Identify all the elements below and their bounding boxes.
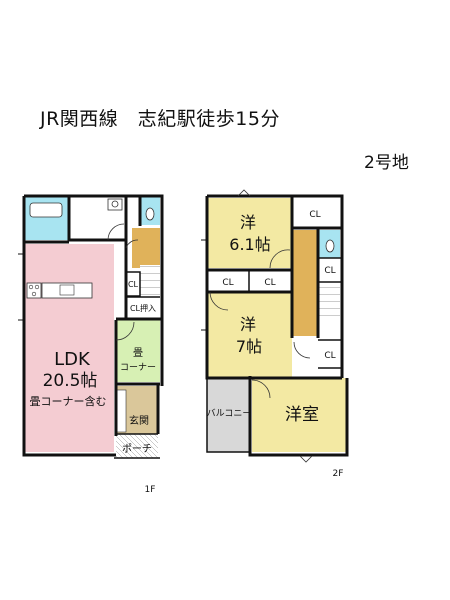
ldk-room [24,244,114,452]
washroom [69,197,126,240]
oshiire-label-1f: CL押入 [130,303,156,313]
ldk-note: 畳コーナー含む [30,394,107,408]
room-6-1 [207,198,292,268]
bathtub [29,202,63,218]
shoe-storage [115,389,127,433]
closet-2f-top [292,198,340,228]
genkan-label: 玄関 [129,414,149,427]
cl-label-2f-top: CL [309,210,320,220]
room1-label-1: 洋 [240,213,256,232]
room2-label-2: 7帖 [236,337,262,356]
room1-label-2: 6.1帖 [229,235,270,254]
cl-label-2f-stair: CL [324,266,335,276]
access-info: JR関西線 志紀駅徒歩15分 [40,108,280,130]
closet-2f-mid1 [207,270,247,292]
toilet-room [140,197,160,225]
cl-label-2f-right: CL [324,351,335,361]
western-room [252,378,347,452]
cl-label-2f-mid1: CL [222,278,233,288]
porch-label: ポーチ [122,443,152,455]
stair-1f [132,228,160,268]
stair-steps-2f [318,282,340,318]
closet-2f-right [318,340,342,368]
cl-label-1f: CL [128,280,139,289]
ldk-title: LDK [54,349,91,370]
room2-label-1: 洋 [240,315,256,334]
tatami-label-1: 畳 [133,347,143,359]
floor-1-label: 1F [145,485,156,495]
room-7 [207,292,292,377]
lot-number: 2号地 [364,153,409,173]
kitchen-sink [59,284,75,296]
closet-1f-b [126,297,160,317]
cl-label-2f-mid2: CL [264,278,275,288]
toilet-icon [145,207,155,221]
closet-2f-mid2 [250,270,290,292]
hall-2f [292,230,318,336]
sink-icon [111,200,119,208]
ldk-size: 20.5帖 [43,371,98,391]
vanity [107,198,123,211]
floor-1-plan: LDK 20.5帖 畳コーナー含む 畳 コーナー 玄関 ポーチ CL CL押入 … [18,194,164,495]
balcony [207,378,251,452]
bath-room [24,197,69,240]
closet-1f-a [126,272,140,296]
stair-steps-1f [140,265,160,295]
toilet-2f-icon [325,239,335,253]
kitchen-counter [41,282,93,299]
tatami-label-2: コーナー [120,362,156,373]
floor-2-label: 2F [333,469,344,479]
floor-2-plan: 洋 6.1帖 洋 7帖 洋室 バルコニー CL CL CL CL CL 2F [201,189,349,479]
balcony-label: バルコニー [207,408,252,419]
genkan [116,386,158,434]
room3-label: 洋室 [285,405,319,425]
tatami-corner [116,320,160,382]
porch [116,434,158,458]
stove-icon [26,282,42,299]
toilet-2f [318,230,340,258]
